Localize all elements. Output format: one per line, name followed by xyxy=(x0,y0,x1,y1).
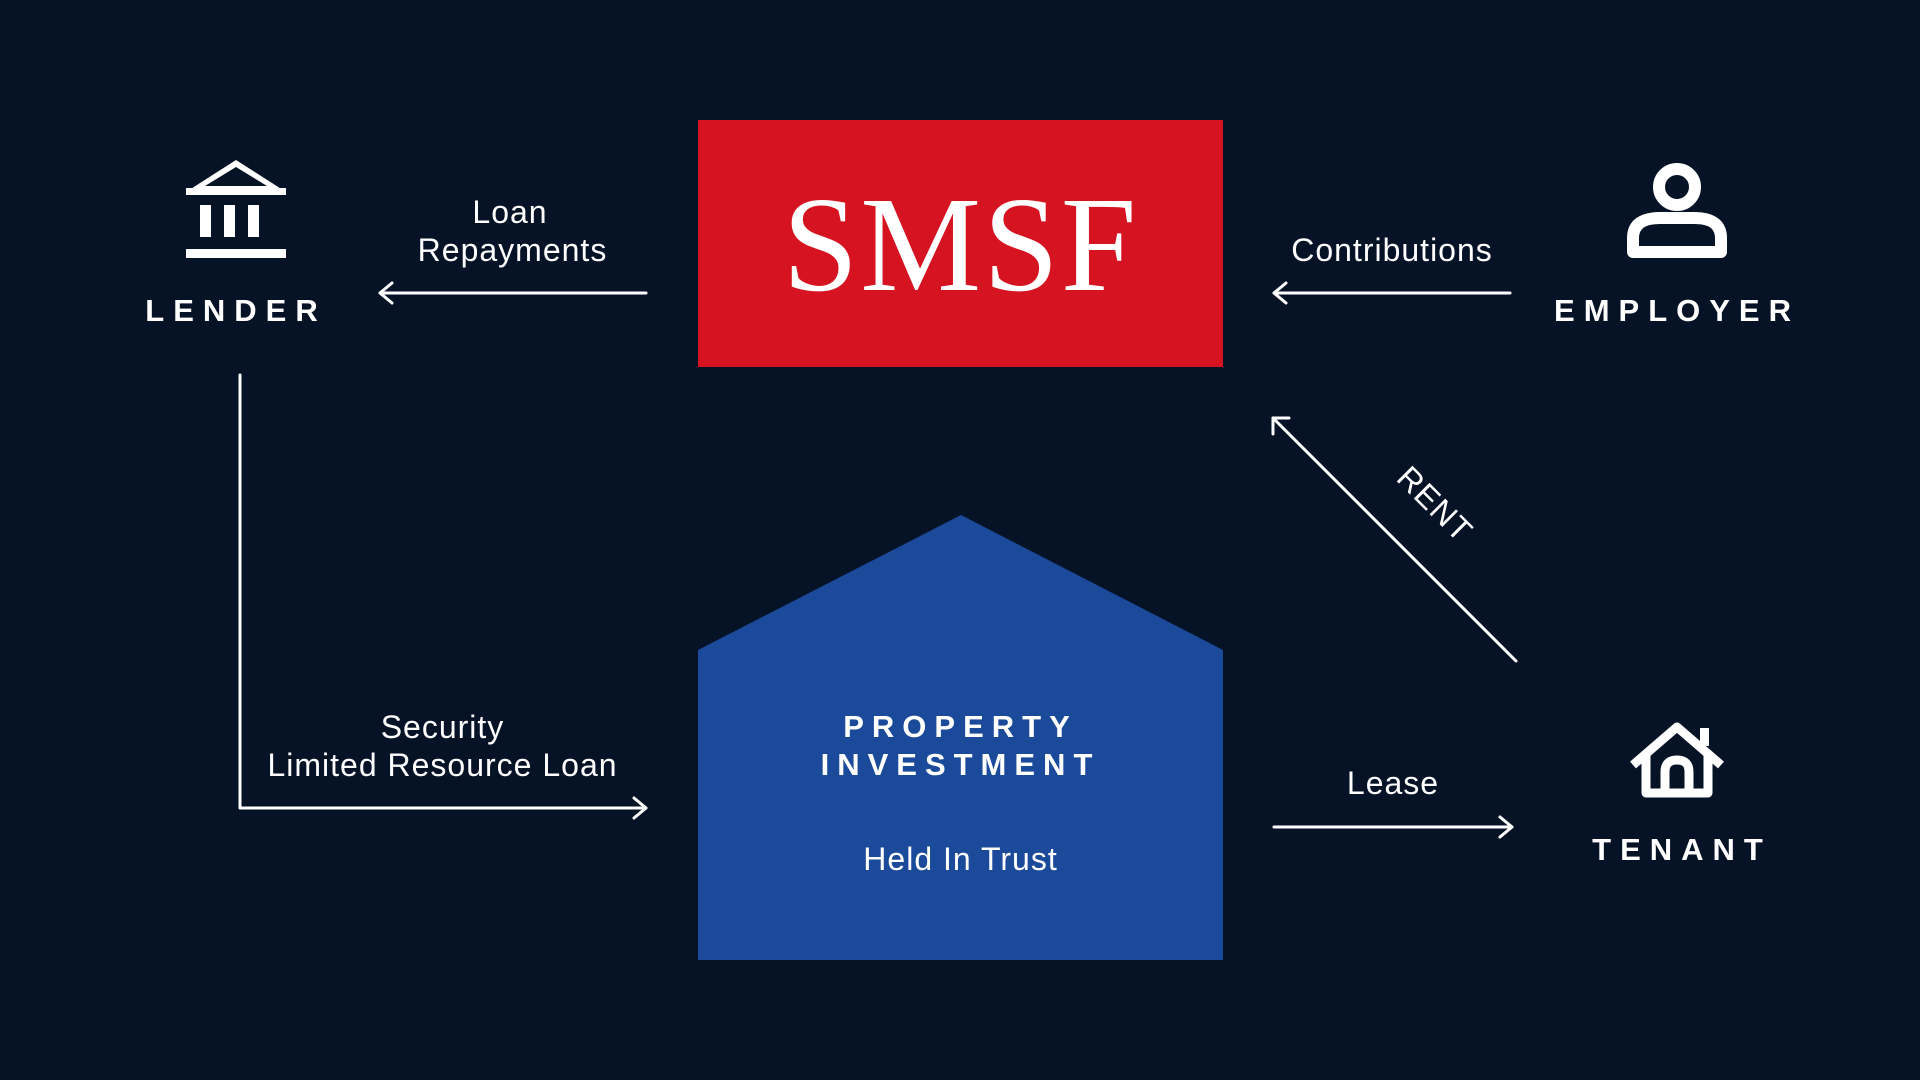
smsf-title: SMSF xyxy=(782,169,1139,320)
employer-label: EMPLOYER xyxy=(1554,293,1800,328)
lender-label: LENDER xyxy=(145,293,327,328)
security-label-line2: Limited Resource Loan xyxy=(267,747,618,783)
person-icon xyxy=(1627,163,1727,258)
property-subtitle: Held In Trust xyxy=(863,841,1058,877)
rent-arrow xyxy=(1271,416,1518,663)
smsf-box xyxy=(698,120,1223,367)
property-house-shape xyxy=(698,515,1223,960)
lease-label: Lease xyxy=(1346,765,1440,801)
security-label-line1: Security xyxy=(380,709,505,745)
property-title-line1: PROPERTY xyxy=(843,709,1078,744)
house-icon xyxy=(1630,722,1724,798)
contributions-arrow xyxy=(1272,281,1512,305)
bank-icon xyxy=(186,160,286,258)
security-loan-arrow xyxy=(238,373,648,820)
lease-arrow xyxy=(1272,815,1514,839)
loan-repayments-label-line1: Loan xyxy=(472,194,548,230)
loan-repayments-label-line2: Repayments xyxy=(417,232,608,268)
loan-repayments-arrow xyxy=(378,281,648,305)
property-title-line2: INVESTMENT xyxy=(820,747,1101,782)
contributions-label: Contributions xyxy=(1291,232,1493,268)
tenant-label: TENANT xyxy=(1592,832,1772,867)
